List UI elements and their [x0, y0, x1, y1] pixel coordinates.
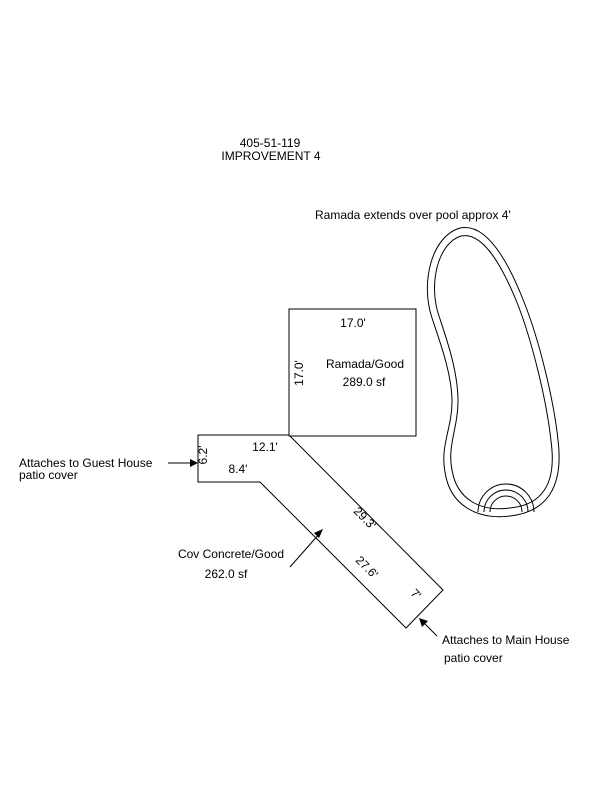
concrete-name: Cov Concrete/Good	[178, 547, 284, 561]
concrete-dim-bottom: 8.4'	[229, 462, 248, 476]
pool-inner-edge	[434, 235, 553, 510]
concrete-dim-top: 12.1'	[252, 440, 278, 454]
main-house-note-line2: patio cover	[444, 651, 503, 665]
parcel-number: 405-51-119	[240, 136, 301, 150]
ramada-area-label: 289.0 sf	[343, 375, 386, 389]
concrete-area-label: 262.0 sf	[205, 567, 248, 581]
pool-outer-edge	[426, 227, 560, 518]
guest-house-note-line2: patio cover	[19, 468, 78, 482]
main-house-note-line1: Attaches to Main House	[442, 633, 570, 647]
guest-house-arrow	[168, 459, 198, 467]
ramada-area	[288, 308, 417, 437]
improvement-label: IMPROVEMENT 4	[221, 149, 320, 163]
pool-steps	[477, 483, 535, 513]
main-house-arrow	[419, 618, 438, 637]
ramada-dim-side: 17.0'	[292, 360, 306, 386]
pool-outline	[426, 227, 560, 518]
ramada-over-pool-note: Ramada extends over pool approx 4'	[315, 208, 511, 222]
concrete-dim-left: 6.2'	[196, 446, 210, 465]
ramada-dim-top: 17.0'	[340, 316, 366, 330]
guest-house-note-line1: Attaches to Guest House	[19, 456, 153, 470]
ramada-name: Ramada/Good	[326, 357, 404, 371]
concrete-leader-arrow	[289, 529, 323, 568]
